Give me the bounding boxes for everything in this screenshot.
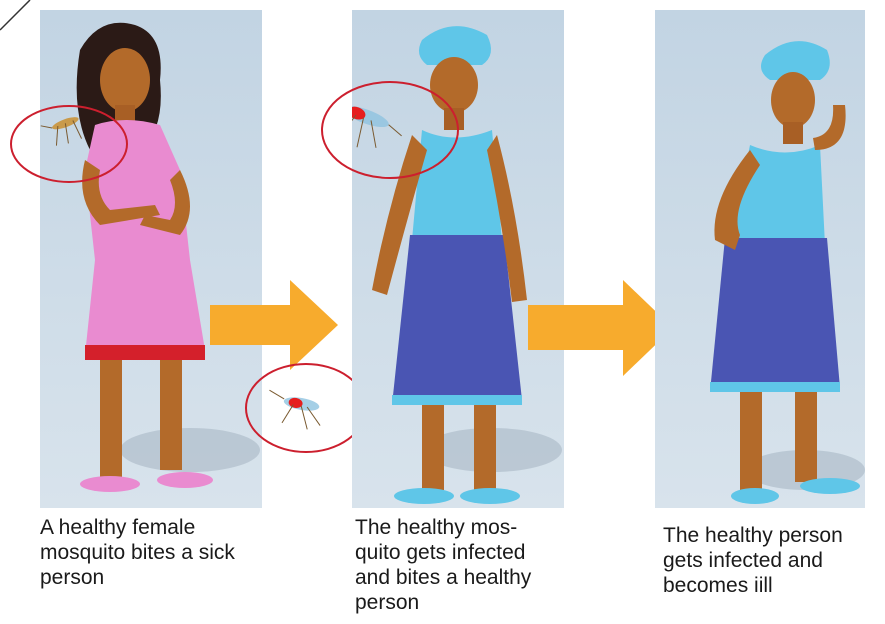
caption-step-2: The healthy mos- quito gets infected and… (355, 515, 615, 615)
highlight-circle (5, 100, 135, 190)
panel-sick-person (40, 10, 262, 508)
corner-line (0, 0, 40, 40)
caption-step-3: The healthy person gets infected and bec… (663, 523, 878, 598)
panel-ill-person (655, 10, 865, 508)
mosquito-icon (264, 390, 325, 431)
arrow-right-icon (210, 280, 340, 370)
highlight-circle (318, 78, 464, 184)
caption-step-1: A healthy female mosquito bites a sick p… (40, 515, 300, 590)
